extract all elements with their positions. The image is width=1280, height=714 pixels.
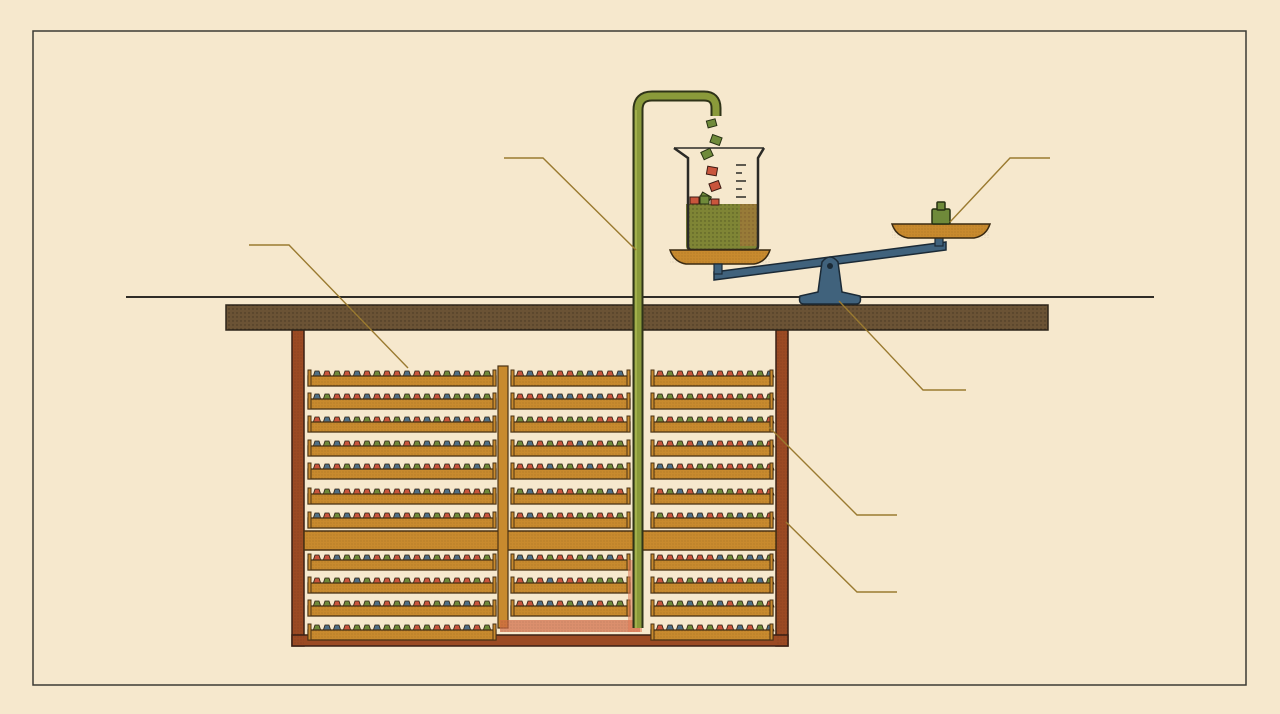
sample-tray [650, 415, 775, 433]
leader-weight [949, 157, 1050, 223]
leader-tube [504, 157, 637, 251]
sample-tray [307, 576, 497, 594]
pooled-liquid [500, 560, 642, 632]
sample-tray [307, 462, 497, 480]
sample-tray [510, 487, 631, 505]
sample-tray [307, 599, 497, 617]
leader-enclosure [785, 521, 897, 593]
sample-tray [307, 487, 497, 505]
sample-tray [650, 511, 775, 529]
sample-tray [510, 576, 631, 594]
sample-tray [307, 392, 497, 410]
sample-tray [510, 553, 631, 571]
sample-tray [650, 487, 775, 505]
enclosure [291, 327, 789, 647]
sample-tray [510, 415, 631, 433]
sample-tray [650, 392, 775, 410]
frame-border [32, 30, 1247, 686]
sample-tray [307, 415, 497, 433]
sample-tray [650, 623, 775, 641]
rack-divider-shelf [303, 530, 777, 551]
leader-rack-frame [768, 426, 897, 516]
leader-lines [249, 157, 1050, 593]
sample-tray [510, 369, 631, 387]
sample-tray [307, 623, 497, 641]
falling-pieces [697, 118, 723, 205]
sample-tray [510, 511, 631, 529]
sample-tray [510, 439, 631, 457]
sample-tray [650, 576, 775, 594]
sample-tray [307, 553, 497, 571]
sample-tray [510, 599, 631, 617]
beaker-icon [673, 146, 766, 252]
sample-tray [650, 553, 775, 571]
weight-icon [931, 201, 951, 225]
transfer-tube [632, 90, 722, 628]
balance-scale-icon [668, 223, 992, 305]
leader-trays [249, 244, 409, 369]
sample-tray [650, 599, 775, 617]
sample-tray [307, 511, 497, 529]
sample-tray [307, 369, 497, 387]
leader-pivot [838, 300, 966, 391]
sample-tray [510, 392, 631, 410]
tray-rack [307, 369, 775, 641]
sample-tray [510, 462, 631, 480]
rack-post-middle [497, 365, 509, 629]
sample-tray [650, 369, 775, 387]
sample-tray [650, 439, 775, 457]
sample-tray [650, 462, 775, 480]
sample-tray [307, 439, 497, 457]
